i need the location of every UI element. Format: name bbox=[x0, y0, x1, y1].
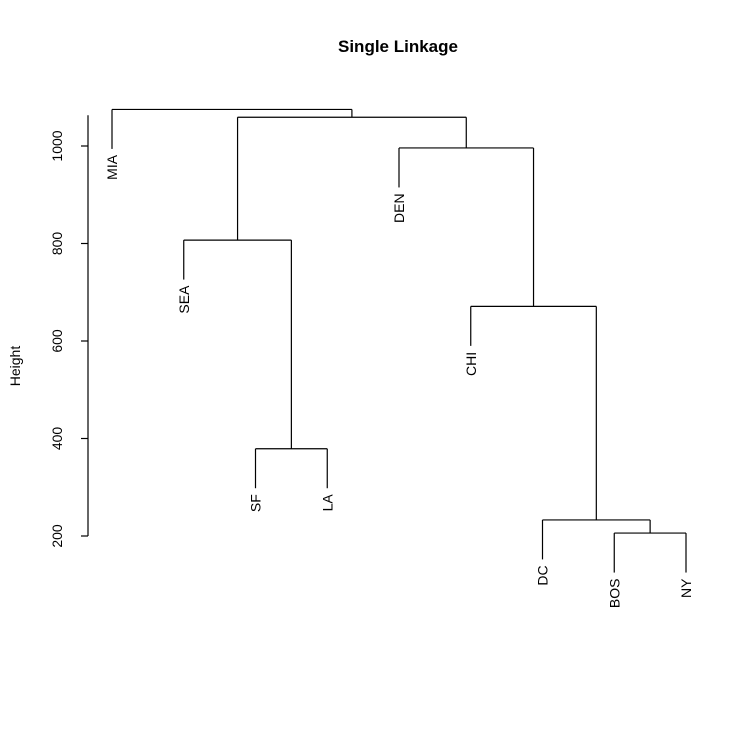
merge-m3 bbox=[254, 448, 328, 489]
leaf-label-sf: SF bbox=[248, 494, 264, 512]
leaf-labels: MIA SEA SF LA DEN CHI DC BOS NY bbox=[104, 154, 694, 608]
y-tick-label: 600 bbox=[49, 329, 65, 353]
merge-m2 bbox=[541, 519, 651, 560]
merge-m8 bbox=[111, 108, 353, 149]
leaf-label-dc: DC bbox=[535, 565, 551, 585]
merge-m1 bbox=[613, 532, 687, 573]
leaf-label-la: LA bbox=[319, 494, 335, 512]
merge-m7 bbox=[236, 116, 467, 241]
y-axis: 200 400 600 800 1000 bbox=[49, 115, 89, 548]
merge-m6 bbox=[398, 147, 535, 307]
leaf-label-chi: CHI bbox=[463, 352, 479, 376]
dendrogram-tree bbox=[111, 108, 687, 573]
y-tick-label: 1000 bbox=[49, 130, 65, 161]
leaf-label-ny: NY bbox=[678, 578, 694, 598]
merge-m5 bbox=[183, 239, 292, 449]
leaf-label-den: DEN bbox=[391, 193, 407, 223]
merge-m4 bbox=[470, 305, 597, 520]
y-axis-label: Height bbox=[7, 346, 23, 387]
chart-title: Single Linkage bbox=[338, 37, 458, 56]
leaf-label-bos: BOS bbox=[606, 579, 622, 609]
leaf-label-sea: SEA bbox=[176, 285, 192, 314]
y-tick-label: 200 bbox=[49, 524, 65, 548]
y-tick-label: 400 bbox=[49, 427, 65, 451]
leaf-label-mia: MIA bbox=[104, 154, 120, 180]
y-tick-label: 800 bbox=[49, 232, 65, 256]
